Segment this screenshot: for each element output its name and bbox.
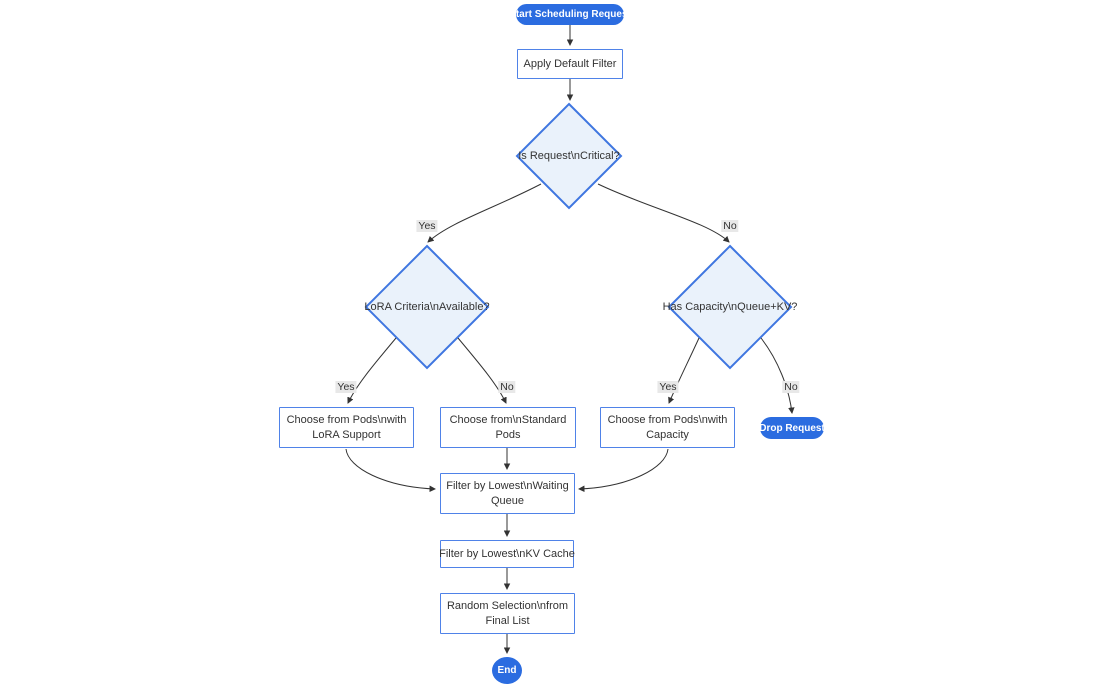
node-label-line: Pods: [495, 428, 521, 441]
node-label-line: LoRA Support: [312, 428, 381, 441]
node-drop-request: Drop Request: [759, 417, 825, 439]
edge-label-capacity-no: No: [782, 381, 800, 393]
node-lora-criteria-label: LoRA Criteria\nAvailable?: [364, 301, 490, 313]
node-label-line: Choose from Pods\nwith: [286, 414, 407, 427]
node-label: Filter by Lowest\nKV Cache: [439, 547, 575, 560]
node-random-selection: Random Selection\nfrom Final List: [440, 593, 575, 634]
node-start-scheduling-request: Start Scheduling Request: [509, 4, 631, 25]
node-label-line: Capacity: [646, 428, 689, 441]
edge-lora-pods-to-filter-queue: [345, 448, 436, 493]
node-label-line: Choose from\nStandard: [449, 414, 567, 427]
decision-has-capacity: [667, 244, 793, 370]
edge-capacity-no-to-drop: [760, 337, 795, 414]
node-label-line: Random Selection\nfrom: [446, 600, 569, 613]
node-label-line: Queue: [490, 494, 525, 507]
edge-label-critical-yes: Yes: [416, 220, 438, 232]
node-label-line: Choose from Pods\nwith: [607, 414, 728, 427]
node-apply-default-filter: Apply Default Filter: [517, 49, 623, 79]
edge-label-critical-no: No: [721, 220, 739, 232]
node-is-request-critical-label: Is Request\nCritical?: [518, 150, 620, 162]
edge-label-lora-yes: Yes: [335, 381, 357, 393]
decision-lora-criteria: [364, 244, 490, 370]
node-label-line: Filter by Lowest\nWaiting: [446, 480, 569, 493]
edge-lora-yes-to-lora-pods: [347, 337, 397, 404]
node-label-line: Final List: [485, 614, 530, 627]
decision-is-request-critical: [515, 102, 623, 210]
node-filter-waiting-queue: Filter by Lowest\nWaiting Queue: [440, 473, 575, 514]
edge-label-lora-no: No: [498, 381, 516, 393]
node-has-capacity-label: Has Capacity\nQueue+KV?: [662, 301, 798, 313]
edge-lora-no-to-standard-pods: [457, 337, 507, 404]
edge-label-capacity-yes: Yes: [657, 381, 679, 393]
edge-critical-yes-to-lora: [427, 183, 542, 243]
edge-capacity-pods-to-filter-queue: [578, 448, 669, 493]
node-end: End: [492, 657, 522, 684]
node-choose-capacity-pods: Choose from Pods\nwith Capacity: [600, 407, 735, 448]
edge-critical-no-to-capacity: [597, 183, 730, 243]
edge-capacity-yes-to-capacity-pods: [668, 337, 700, 404]
node-choose-standard-pods: Choose from\nStandard Pods: [440, 407, 576, 448]
node-choose-lora-pods: Choose from Pods\nwith LoRA Support: [279, 407, 414, 448]
node-label: Apply Default Filter: [523, 57, 617, 70]
node-filter-kv-cache: Filter by Lowest\nKV Cache: [439, 540, 575, 568]
